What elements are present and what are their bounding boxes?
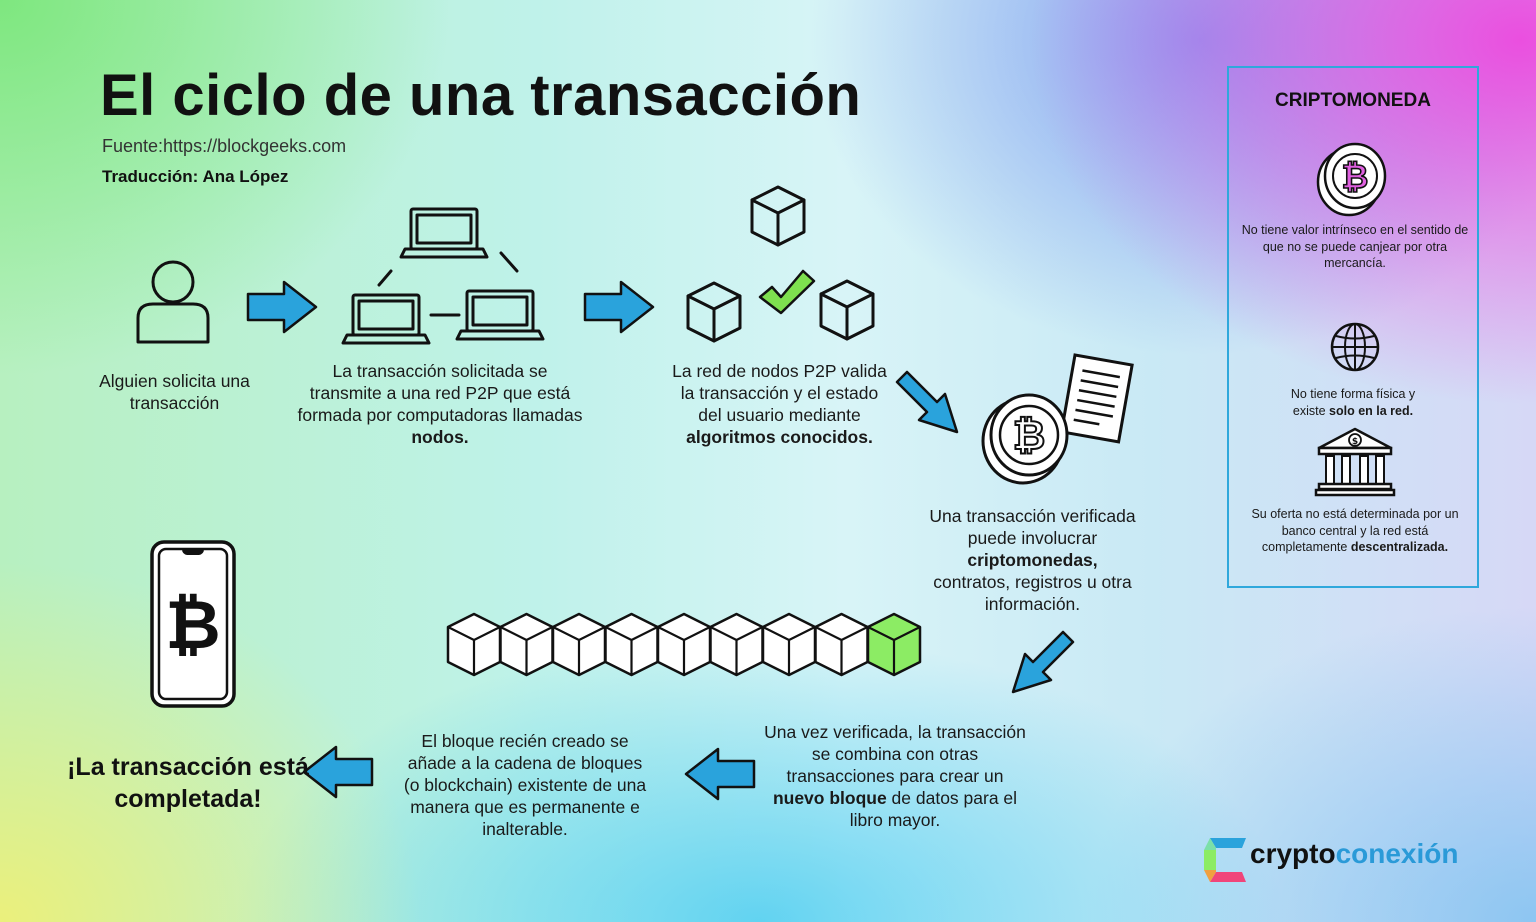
brand-name-part2: conexión [1335, 838, 1459, 869]
phone-bitcoin-icon: ₿ [150, 540, 236, 708]
chain-block [814, 612, 869, 677]
step4-text: Una transacción verificada puede involuc… [905, 505, 1160, 615]
chain-block [604, 612, 659, 677]
step1-text: Alguien solicita una transacción [99, 371, 250, 413]
panel-item-2-text-main: No tiene forma física y existe [1290, 387, 1416, 418]
arrow-down-left-icon [1011, 630, 1075, 694]
chain-block [446, 612, 502, 677]
step5-text: Una vez verificada, la transacción se co… [760, 721, 1030, 831]
panel-item-3-text: Su oferta no está determinada por un ban… [1239, 506, 1471, 556]
source-credit: Fuente:https://blockgeeks.com [102, 136, 347, 156]
cryptoconexion-logo-icon [1204, 838, 1246, 882]
svg-text:$: $ [1352, 437, 1358, 447]
chain-block [499, 612, 554, 677]
step3-text: La red de nodos P2P valida la transacció… [672, 360, 887, 448]
step5-text-before: Una vez verificada, la transacción se co… [764, 722, 1026, 786]
new-block [866, 612, 922, 677]
laptop-network-icon [341, 207, 545, 345]
svg-text:₿: ₿ [165, 586, 220, 665]
step3-text-main: La red de nodos P2P valida la transacció… [672, 361, 887, 425]
globe-icon [1330, 322, 1380, 372]
crypto-info-panel: CRIPTOMONEDA ₿ No tiene valor intrínseco… [1227, 66, 1479, 588]
step2-text: La transacción solicitada se transmite a… [295, 360, 585, 448]
step4-text-bold: criptomonedas, [967, 550, 1098, 570]
completion-message: ¡La transacción está completada! [67, 753, 309, 813]
panel-item-3-text-bold: descentralizada. [1350, 540, 1449, 554]
page-title: El ciclo de una transacción [100, 63, 862, 128]
chain-block [551, 612, 607, 677]
step2-text-main: La transacción solicitada se transmite a… [297, 361, 583, 425]
bitcoin-coin-icon: ₿ [1316, 142, 1387, 217]
step5-text-bold: nuevo bloque [772, 788, 887, 808]
step4-text-before: Una transacción verificada puede involuc… [929, 506, 1136, 548]
brand-name-part1: crypto [1250, 838, 1336, 869]
panel-item-1-text: No tiene valor intrínseco en el sentido … [1241, 223, 1469, 270]
step5-text-after: de datos para el libro mayor. [849, 788, 1018, 830]
bank-icon: $ [1314, 427, 1396, 497]
chain-block [761, 612, 817, 677]
step6-text: El bloque recién creado se añade a la ca… [403, 731, 647, 839]
svg-text:₿: ₿ [1013, 413, 1046, 459]
step3-text-bold: algoritmos conocidos. [686, 427, 873, 447]
bitcoin-document-icon: ₿ [981, 353, 1134, 485]
brand-name: cryptoconexión [1250, 838, 1459, 870]
user-icon [136, 260, 210, 344]
panel-item-2-text: No tiene forma física y existe solo en l… [1273, 386, 1433, 419]
chain-block [656, 612, 712, 677]
arrow-right-icon [246, 280, 318, 334]
arrow-right-icon [583, 280, 655, 334]
arrow-left-icon [684, 747, 756, 801]
validation-nodes-icon [686, 185, 875, 343]
chain-block [709, 612, 764, 677]
blockchain-icon [446, 612, 922, 677]
step2-text-bold: nodos. [411, 427, 469, 447]
panel-item-2-text-bold: solo en la red. [1329, 403, 1414, 418]
translation-credit: Traducción: Ana López [102, 167, 289, 186]
arrow-left-icon [302, 745, 374, 799]
panel-title: CRIPTOMONEDA [1275, 90, 1431, 111]
panel-item-3-text-main: Su oferta no está determinada por un ban… [1251, 507, 1459, 554]
svg-text:₿: ₿ [1342, 157, 1369, 196]
step4-text-after: contratos, registros u otra información. [933, 572, 1132, 614]
arrow-down-right-icon [895, 370, 959, 434]
